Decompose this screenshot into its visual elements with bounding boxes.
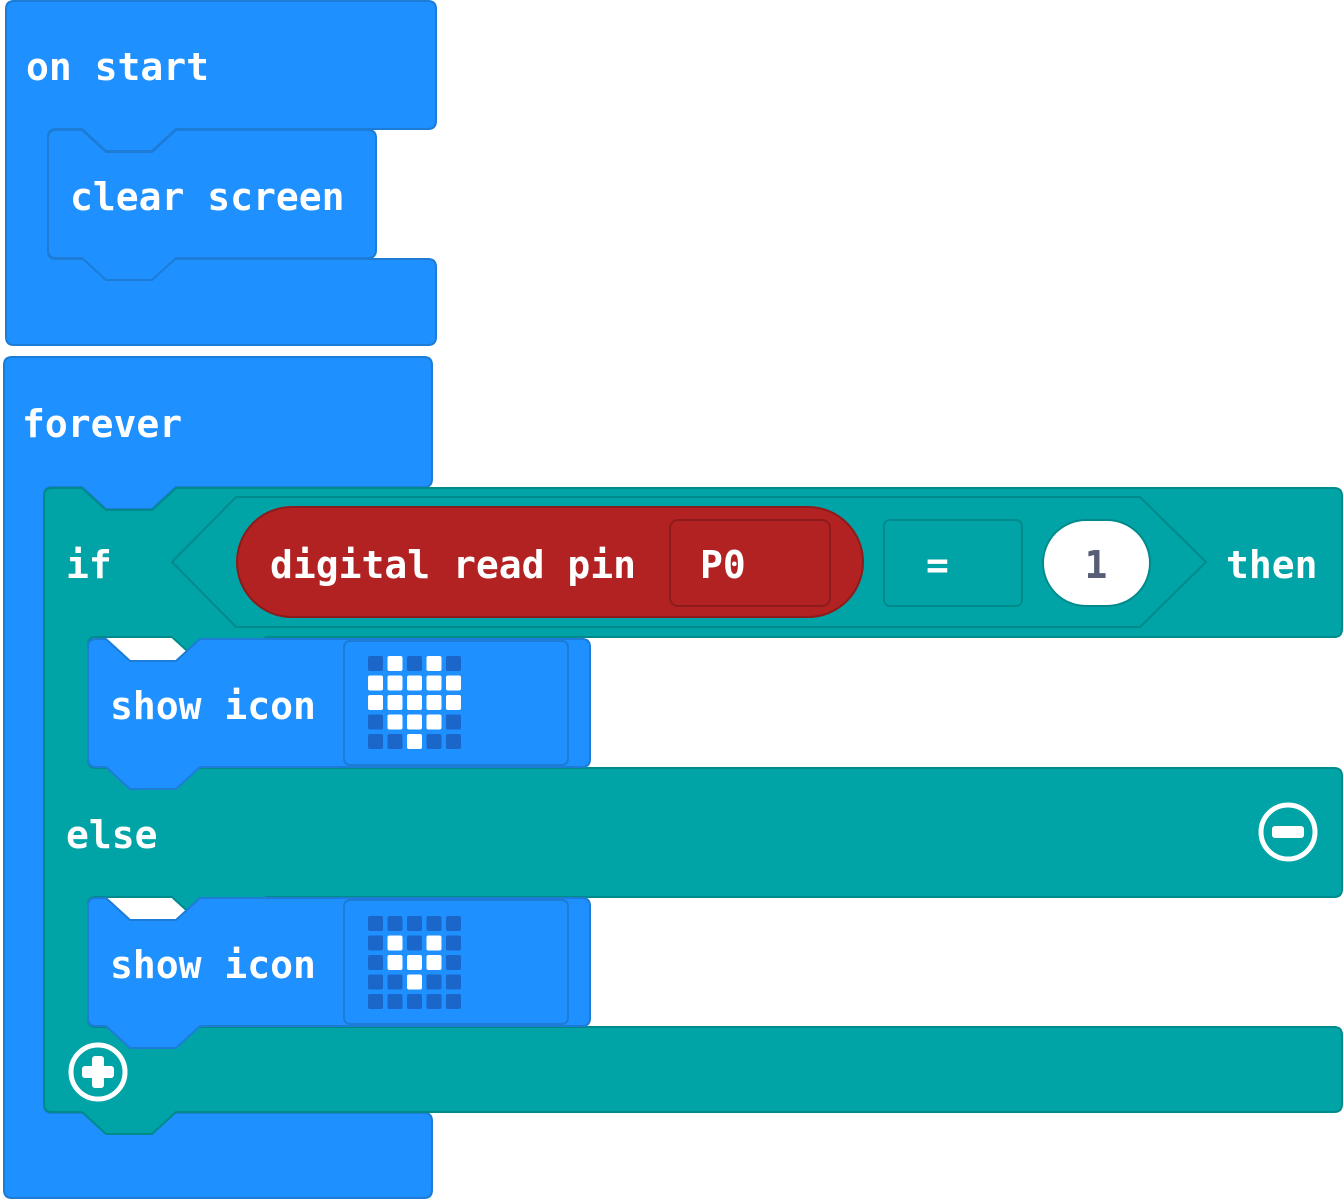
show-icon-block-else[interactable]: show icon	[87, 897, 591, 1049]
operator-dropdown[interactable]	[883, 519, 1023, 607]
else-icon-led-2-1	[387, 955, 403, 970]
remove-else-button[interactable]	[1258, 802, 1318, 862]
add-else-button[interactable]	[68, 1042, 128, 1102]
if-icon-led-1-1	[387, 675, 403, 691]
else-icon-led-0-2	[407, 916, 422, 931]
else-icon-led-1-2	[407, 935, 422, 951]
if-icon-led-1-0	[368, 675, 383, 691]
else-icon-led-0-1	[387, 916, 403, 931]
if-icon-led-1-4	[446, 675, 461, 691]
if-icon-led-4-1	[387, 734, 403, 749]
clear-screen-block[interactable]: clear screen	[47, 129, 377, 281]
if-icon-led-2-1	[387, 695, 403, 710]
else-icon-led-4-2	[407, 994, 422, 1009]
forever-label: forever	[22, 402, 182, 446]
minus-circle-icon[interactable]	[1258, 802, 1318, 862]
if-icon-led-2-3	[426, 695, 442, 710]
if-icon-led-4-0	[368, 734, 383, 749]
if-icon-led-2-4	[446, 695, 461, 710]
if-icon-led-0-4	[446, 656, 461, 671]
digital-read-pin-block[interactable]: digital read pin P0	[236, 506, 864, 618]
else-icon-led-0-0	[368, 916, 383, 931]
else-icon-led-3-4	[446, 974, 461, 990]
if-icon-led-1-3	[426, 675, 442, 691]
else-icon-led-0-4	[446, 916, 461, 931]
then-label: then	[1226, 543, 1318, 587]
pin-value: P0	[700, 543, 746, 587]
else-icon-led-2-4	[446, 955, 461, 970]
if-icon-led-0-0	[368, 656, 383, 671]
if-icon-led-3-3	[426, 714, 442, 730]
else-icon-led-1-0	[368, 935, 383, 951]
else-icon-led-3-2	[407, 974, 422, 990]
else-icon-led-4-0	[368, 994, 383, 1009]
else-icon-led-4-4	[446, 994, 461, 1009]
on-start-label: on start	[26, 45, 209, 89]
if-icon-led-3-0	[368, 714, 383, 730]
compare-value-text: 1	[1085, 543, 1108, 587]
else-icon-led-2-3	[426, 955, 442, 970]
show-icon-label-if: show icon	[110, 684, 316, 728]
compare-value-input[interactable]	[1042, 519, 1151, 607]
if-icon-led-4-3	[426, 734, 442, 749]
pin-dropdown[interactable]	[669, 519, 831, 607]
if-icon-led-3-4	[446, 714, 461, 730]
if-label: if	[66, 543, 112, 587]
operator-value: =	[926, 543, 949, 587]
else-label: else	[66, 813, 158, 857]
else-icon-led-4-1	[387, 994, 403, 1009]
else-icon-led-1-4	[446, 935, 461, 951]
if-icon-led-2-0	[368, 695, 383, 710]
if-icon-led-3-2	[407, 714, 422, 730]
else-icon-led-4-3	[426, 994, 442, 1009]
else-icon-led-3-1	[387, 974, 403, 990]
if-icon-led-1-2	[407, 675, 422, 691]
if-icon-led-3-1	[387, 714, 403, 730]
if-icon-led-0-1	[387, 656, 403, 671]
if-else-block[interactable]: if then else	[43, 487, 1343, 1135]
clear-screen-block-shape[interactable]	[47, 129, 377, 281]
else-icon-led-2-2	[407, 955, 422, 970]
if-icon-led-2-2	[407, 695, 422, 710]
if-icon-led-4-4	[446, 734, 461, 749]
show-icon-block-if[interactable]: show icon	[87, 638, 591, 790]
if-icon-led-0-3	[426, 656, 442, 671]
if-icon-led-4-2	[407, 734, 422, 749]
show-icon-label-else: show icon	[110, 943, 316, 987]
icon-grid-else	[368, 916, 461, 1009]
else-icon-led-2-0	[368, 955, 383, 970]
else-icon-led-1-3	[426, 935, 442, 951]
else-icon-led-1-1	[387, 935, 403, 951]
clear-screen-label: clear screen	[70, 175, 345, 219]
plus-circle-icon[interactable]	[68, 1042, 128, 1102]
else-icon-led-3-0	[368, 974, 383, 990]
icon-grid-if	[368, 656, 461, 749]
else-icon-led-0-3	[426, 916, 442, 931]
if-icon-led-0-2	[407, 656, 422, 671]
if-else-block-shape[interactable]	[43, 487, 1343, 1135]
digital-read-pin-label: digital read pin	[270, 543, 636, 587]
else-icon-led-3-3	[426, 974, 442, 990]
